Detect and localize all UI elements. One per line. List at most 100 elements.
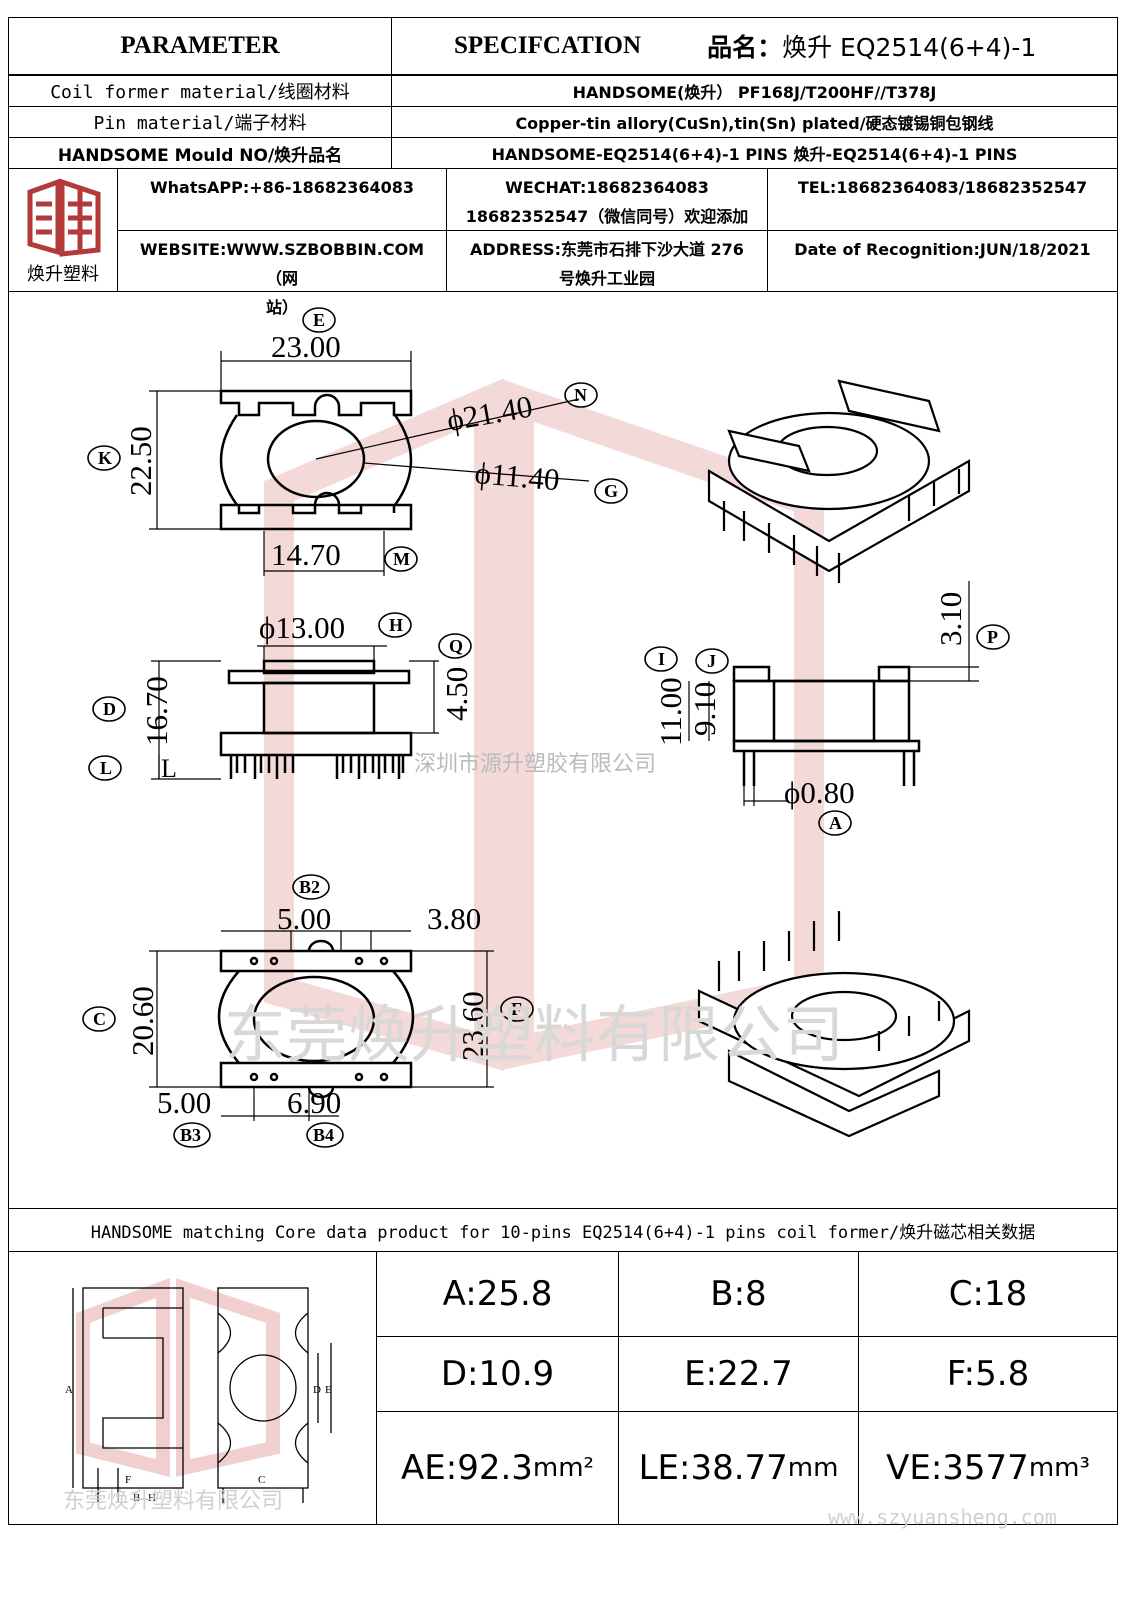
wechat-line2: 18682352547（微信同号）欢迎添加	[465, 207, 749, 226]
dimension-lines	[149, 351, 979, 1121]
tag-E: E	[302, 307, 336, 333]
tag-G: G	[594, 478, 628, 504]
core-data-title: HANDSOME matching Core data product for …	[8, 1208, 1118, 1252]
dim-C-value: 20.60	[125, 986, 160, 1056]
tag-B2-text: B2	[299, 877, 320, 897]
core-value-F-text: F:5.8	[946, 1354, 1030, 1394]
tag-A-text: A	[829, 813, 842, 833]
dim-Q-value: 4.50	[439, 667, 474, 721]
tag-J-text: J	[707, 651, 716, 671]
dim-M-value: 14.70	[271, 537, 341, 572]
tag-L: L	[88, 755, 122, 781]
mould-no-value-text: HANDSOME-EQ2514(6+4)-1 PINS 焕升-EQ2514(6+…	[491, 145, 1018, 164]
core-value-LE-text: LE:38.77	[638, 1448, 788, 1488]
core-value-C: C:18	[858, 1251, 1118, 1337]
tag-I-text: I	[658, 649, 665, 669]
tel-cell: TEL:18682364083/18682352547	[767, 168, 1118, 231]
tag-N: N	[564, 382, 598, 408]
tag-H-text: H	[389, 615, 403, 635]
coil-material-value: HANDSOME(焕升） PF168J/T200HF//T378J	[391, 75, 1118, 107]
url-watermark: www.szyuansheng.com	[828, 1505, 1057, 1529]
tag-B4: B4	[306, 1122, 344, 1148]
core-value-F: F:5.8	[858, 1336, 1118, 1412]
coil-material-value-text: HANDSOME(焕升） PF168J/T200HF//T378J	[572, 83, 937, 102]
tag-M: M	[384, 546, 418, 572]
tag-N-text: N	[574, 385, 587, 405]
dim-G-value: ϕ11.40	[473, 455, 561, 497]
dim-B2-value: 5.00	[277, 901, 331, 936]
address-line2: 号焕升工业园	[558, 269, 655, 288]
tag-L-text: L	[100, 758, 112, 778]
core-logo-watermark	[75, 1277, 280, 1477]
wechat-cell: WECHAT:18682364083 18682352547（微信同号）欢迎添加	[446, 168, 768, 231]
dim-L-mark: L	[161, 754, 177, 783]
core-diagram: A B H F C D E 东莞焕升塑料有限公司	[63, 1277, 332, 1514]
tag-Q-text: Q	[449, 636, 463, 656]
dim-F-value: 23.60	[455, 991, 490, 1061]
right-side-view	[732, 665, 921, 786]
tag-E-text: E	[313, 310, 325, 330]
dim-K-value: 22.50	[123, 426, 158, 496]
dimension-tags: E K N G M H Q D L P I J A B2 C F B3 B4	[82, 307, 1010, 1148]
core-value-B: B:8	[618, 1251, 859, 1337]
date-text: Date of Recognition:JUN/18/2021	[794, 240, 1091, 259]
address-line1: ADDRESS:东莞市石排下沙大道 276	[470, 240, 744, 259]
tag-B4-text: B4	[313, 1125, 334, 1145]
core-data-title-text: HANDSOME matching Core data product for …	[90, 1222, 1036, 1243]
core-label-B: B	[133, 1492, 140, 1504]
tag-C: C	[82, 1006, 116, 1032]
top-view	[219, 389, 413, 531]
dim-P-value: 3.10	[933, 592, 968, 646]
tag-D: D	[92, 696, 126, 722]
core-value-A: A:25.8	[376, 1251, 619, 1337]
core-watermark: 东莞焕升塑料有限公司	[63, 1489, 283, 1514]
whatsapp-cell: WhatsAPP:+86-18682364083	[117, 168, 447, 231]
core-value-D: D:10.9	[376, 1336, 619, 1412]
dim-B2b-value: 3.80	[427, 901, 481, 936]
product-name-value: 焕升 EQ2514(6+4)-1	[782, 33, 1037, 62]
core-label-E: E	[325, 1384, 332, 1396]
logo-caption: 焕升塑料	[27, 264, 99, 285]
core-value-D-text: D:10.9	[440, 1354, 555, 1394]
dim-I-value: 11.00	[653, 677, 688, 746]
tag-B2: B2	[292, 874, 330, 900]
isometric-bottom	[697, 911, 971, 1138]
website-line2: 站）	[265, 298, 298, 317]
tag-A: A	[818, 810, 852, 836]
specification-header: SPECIFCATION 品名： 焕升 EQ2514(6+4)-1	[391, 17, 1118, 75]
core-label-H: H	[148, 1492, 156, 1504]
core-value-VE-text: VE:3577	[886, 1448, 1029, 1488]
mould-no-label: HANDSOME Mould NO/焕升品名	[8, 137, 392, 169]
date-cell: Date of Recognition:JUN/18/2021	[767, 230, 1118, 292]
core-value-A-text: A:25.8	[442, 1274, 553, 1314]
tag-M-text: M	[393, 549, 410, 569]
tag-K: K	[87, 445, 121, 471]
tag-P-text: P	[987, 627, 998, 647]
dim-A-value: ϕ0.80	[784, 775, 855, 810]
isometric-top	[707, 379, 971, 583]
tag-F-text: F	[511, 999, 522, 1019]
address-cell: ADDRESS:东莞市石排下沙大道 276 号焕升工业园	[446, 230, 768, 292]
coil-material-label: Coil former material/线圈材料	[8, 75, 392, 107]
core-diagram-cell: A B H F C D E 东莞焕升塑料有限公司	[8, 1251, 377, 1525]
core-value-C-text: C:18	[948, 1274, 1028, 1314]
specification-header-text: SPECIFCATION	[454, 32, 642, 59]
core-value-E: E:22.7	[618, 1336, 859, 1412]
core-value-VE-unit: mm³	[1028, 1453, 1090, 1483]
watermark-small: 深圳市源升塑胶有限公司	[414, 752, 656, 777]
core-value-LE-unit: mm	[787, 1453, 839, 1483]
parameter-header: PARAMETER	[8, 17, 392, 75]
website-line1: WEBSITE:WWW.SZBOBBIN.COM（网	[139, 240, 425, 288]
mould-no-value: HANDSOME-EQ2514(6+4)-1 PINS 焕升-EQ2514(6+…	[391, 137, 1118, 169]
tag-I: I	[644, 646, 678, 672]
parameter-header-text: PARAMETER	[120, 32, 280, 59]
core-label-F: F	[125, 1474, 131, 1486]
tag-H: H	[378, 612, 412, 638]
tag-C-text: C	[93, 1009, 106, 1029]
core-label-A: A	[65, 1384, 73, 1396]
pin-material-value: Copper-tin allory(CuSn),tin(Sn) plated/硬…	[391, 106, 1118, 138]
dim-H-value: ϕ13.00	[259, 610, 345, 645]
tag-G-text: G	[604, 481, 618, 501]
core-label-D: D	[313, 1384, 321, 1396]
